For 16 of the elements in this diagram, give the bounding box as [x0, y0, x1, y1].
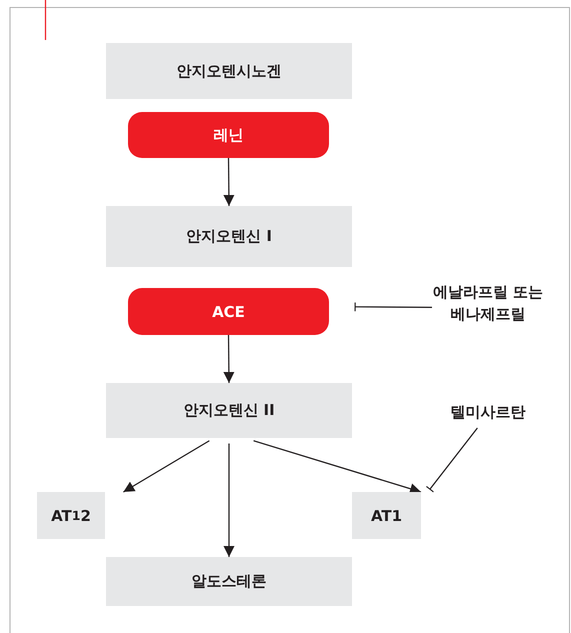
drug-label: 에날라프릴 또는 베나제프릴: [432, 262, 544, 346]
arrow: [123, 440, 210, 493]
arrow: [253, 440, 422, 494]
arrow: [223, 335, 234, 383]
arrow: [224, 444, 234, 557]
substance-box: 알도스테론: [106, 557, 352, 606]
inhibition-line: [426, 428, 478, 492]
inhibition-line: [354, 302, 432, 312]
receptor-box: AT1: [352, 492, 421, 539]
enzyme-box: ACE: [128, 288, 329, 335]
substance-box: 안지오텐신 I: [106, 206, 352, 267]
arrow: [223, 158, 234, 206]
substance-box: 안지오텐신 II: [106, 383, 352, 438]
enzyme-box: 레닌: [128, 112, 329, 158]
drug-label: 텔미사르탄: [435, 398, 541, 428]
substance-box: 안지오텐시노겐: [106, 43, 352, 99]
